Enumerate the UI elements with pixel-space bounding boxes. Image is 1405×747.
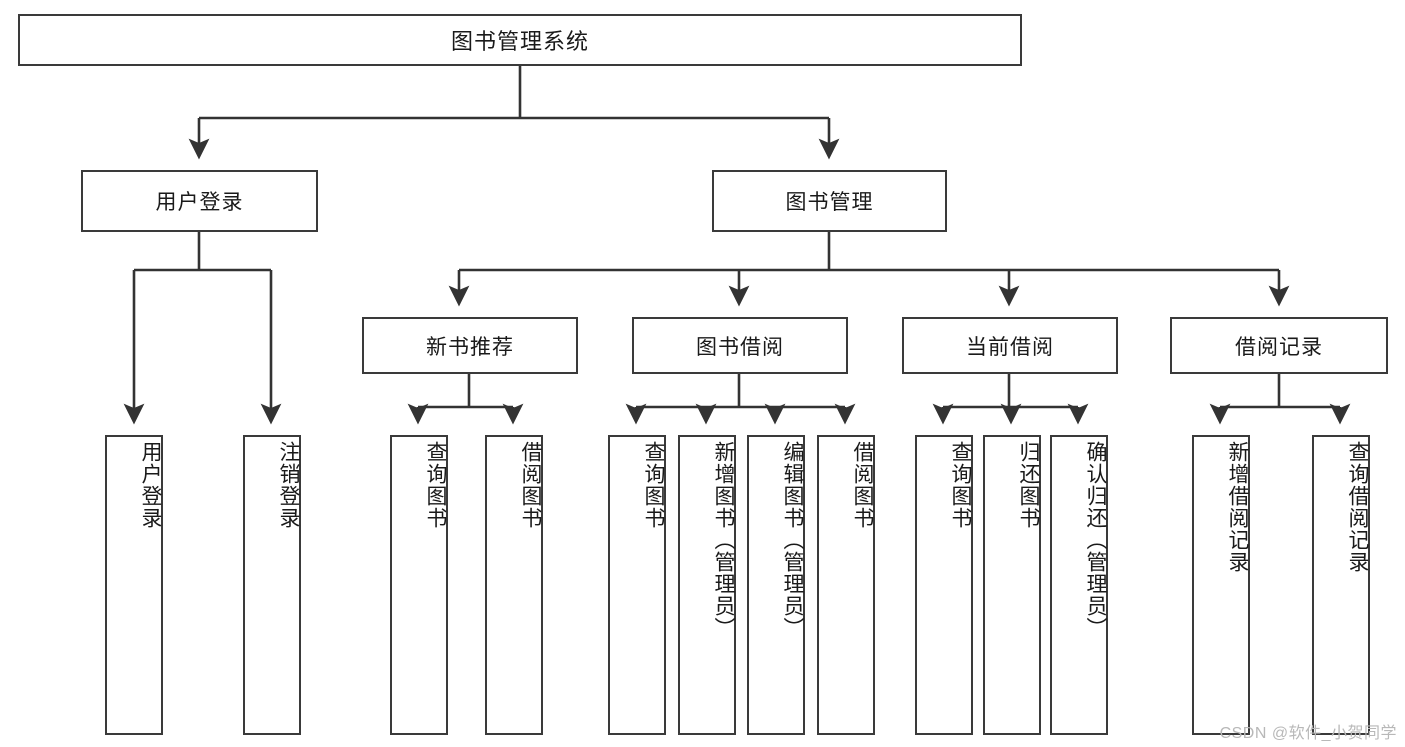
leaf-current-confirm-return-admin[interactable]: 确认归还（管理员）	[1050, 435, 1108, 735]
leaf-label: 新增图书（管理员）	[712, 441, 735, 639]
leaf-borrow-borrow-book[interactable]: 借阅图书	[817, 435, 875, 735]
leaf-current-query-book[interactable]: 查询图书	[915, 435, 973, 735]
node-new-book-recommend[interactable]: 新书推荐	[362, 317, 578, 374]
leaf-records-add-record[interactable]: 新增借阅记录	[1192, 435, 1250, 735]
leaf-label: 查询借阅记录	[1346, 441, 1369, 573]
leaf-user-logout[interactable]: 注销登录	[243, 435, 301, 735]
leaf-label: 查询图书	[642, 441, 665, 529]
leaf-records-query-record[interactable]: 查询借阅记录	[1312, 435, 1370, 735]
node-label: 用户登录	[155, 191, 244, 214]
node-book-management[interactable]: 图书管理	[712, 170, 947, 232]
leaf-label: 用户登录	[139, 441, 162, 529]
leaf-label: 注销登录	[277, 441, 300, 529]
leaf-label: 借阅图书	[851, 441, 874, 529]
leaf-label: 归还图书	[1017, 441, 1040, 529]
leaf-borrow-add-book-admin[interactable]: 新增图书（管理员）	[678, 435, 736, 735]
watermark: CSDN @软件_小贺同学	[1219, 725, 1397, 742]
leaf-current-return-book[interactable]: 归还图书	[983, 435, 1041, 735]
leaf-label: 新增借阅记录	[1226, 441, 1249, 573]
node-label: 图书借阅	[696, 335, 784, 359]
node-borrow-records[interactable]: 借阅记录	[1170, 317, 1388, 374]
leaf-label: 编辑图书（管理员）	[781, 441, 804, 639]
leaf-borrow-query-book[interactable]: 查询图书	[608, 435, 666, 735]
node-book-borrow[interactable]: 图书借阅	[632, 317, 848, 374]
node-label: 当前借阅	[966, 335, 1054, 359]
leaf-label: 查询图书	[949, 441, 972, 529]
node-label: 图书管理系统	[450, 29, 589, 54]
node-label: 新书推荐	[426, 335, 514, 359]
leaf-borrow-edit-book-admin[interactable]: 编辑图书（管理员）	[747, 435, 805, 735]
leaf-label: 确认归还（管理员）	[1084, 441, 1107, 639]
node-label: 借阅记录	[1235, 335, 1323, 359]
node-current-borrow[interactable]: 当前借阅	[902, 317, 1118, 374]
leaf-label: 查询图书	[424, 441, 447, 529]
leaf-user-login[interactable]: 用户登录	[105, 435, 163, 735]
leaf-recommend-query-book[interactable]: 查询图书	[390, 435, 448, 735]
leaf-label: 借阅图书	[519, 441, 542, 529]
node-user-login[interactable]: 用户登录	[81, 170, 318, 232]
node-label: 图书管理	[785, 191, 874, 214]
leaf-recommend-borrow-book[interactable]: 借阅图书	[485, 435, 543, 735]
node-root-book-management-system[interactable]: 图书管理系统	[18, 14, 1022, 66]
